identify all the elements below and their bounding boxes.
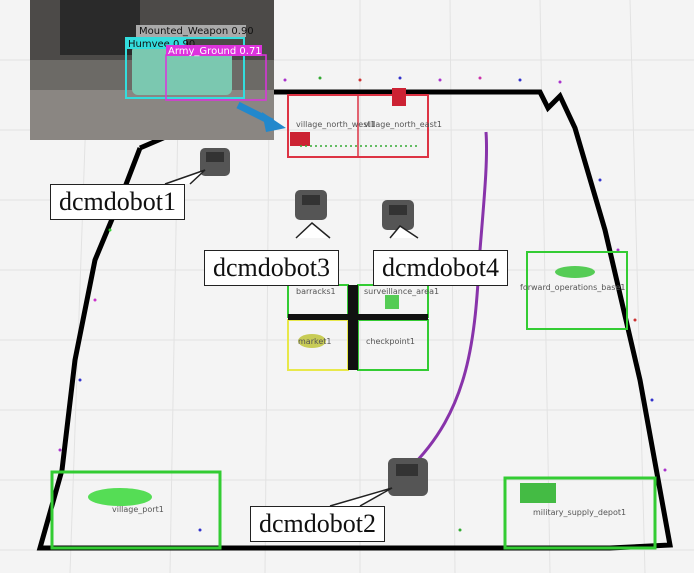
robot-label-dcmdobot3: dcmdobot3 [204,250,339,286]
zone-label-barracks: barracks1 [296,287,336,296]
detection-label-mounted-weapon: Mounted_Weapon 0.90 [139,26,254,37]
robot-dcmdobot1 [200,148,230,176]
zone-label-market: market1 [298,337,331,346]
zone-label-checkpoint: checkpoint1 [366,337,415,346]
zone-supply-depot: military_supply_depot1 [503,476,657,550]
arena-walls [36,89,673,551]
inset-arrow [236,101,286,132]
robot-dcmdobot4 [382,200,414,230]
detection-label-army-ground: Army_Ground 0.71 [168,46,262,57]
detection-label-humvee: Humvee 0.90 [128,39,195,50]
callout-pointers [164,169,419,507]
zone-forward-operations: forward_operations_base1 [520,251,628,330]
zone-label-village-north-east: village_north_east1 [364,120,442,129]
camera-inset: Mounted_Weapon 0.90 Humvee 0.90 Army_Gro… [30,0,274,140]
lidar-points [58,76,667,532]
robot-dcmdobot3 [295,190,327,220]
robot-label-dcmdobot2: dcmdobot2 [250,506,385,542]
zone-village-north: village_north_west1 village_north_east1 [287,88,442,158]
zone-label-supply-depot: military_supply_depot1 [533,508,626,517]
zone-label-village-north-west: village_north_west1 [296,120,376,129]
zone-label-forward-operations: forward_operations_base1 [520,283,625,292]
robot-label-dcmdobot4: dcmdobot4 [373,250,508,286]
robot-dcmdobot2 [388,458,428,496]
zone-label-village-port: village_port1 [112,505,164,514]
zone-village-port: village_port1 [50,470,222,550]
robot-label-dcmdobot1: dcmdobot1 [50,184,185,220]
zone-label-surveillance: surveillance_area1 [364,287,439,296]
